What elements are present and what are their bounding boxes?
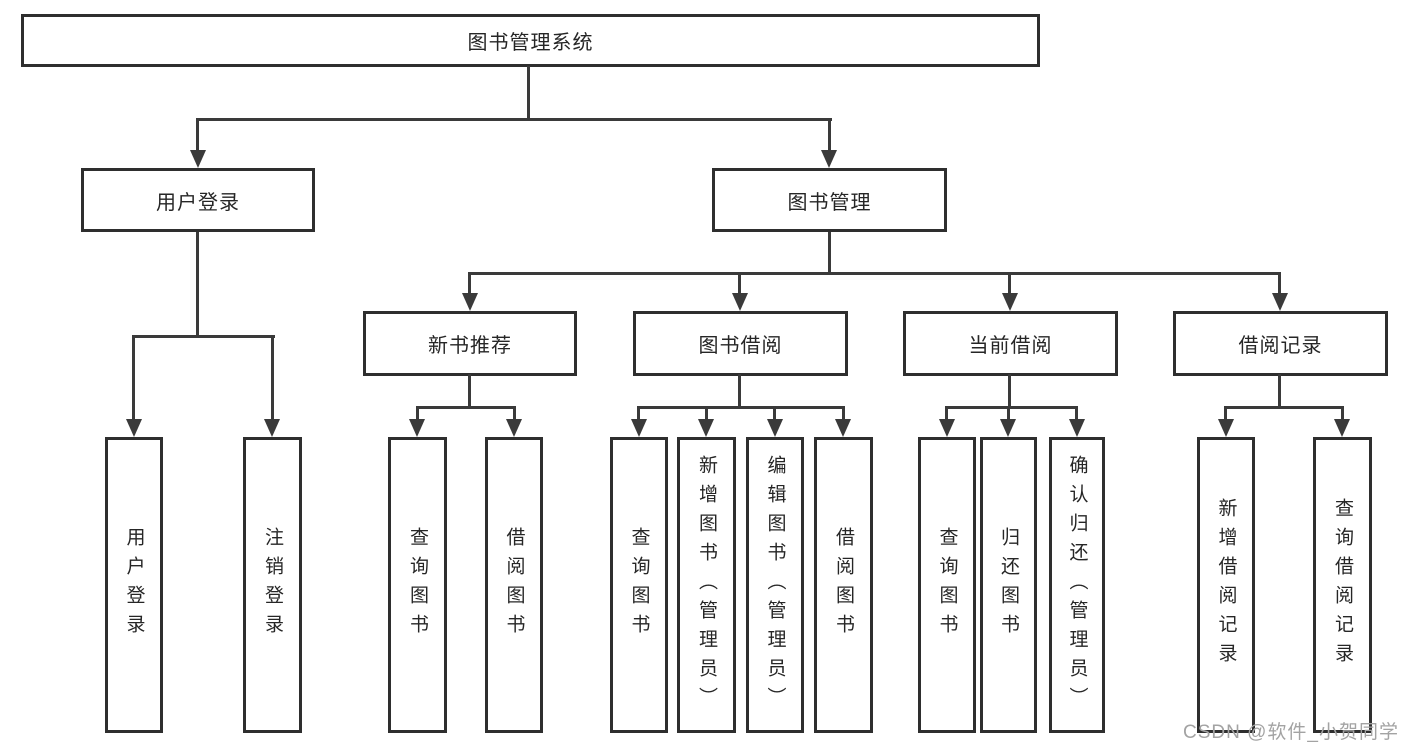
- node-book-management-system: 图书管理系统: [21, 14, 1040, 67]
- connector-line: [469, 272, 1281, 275]
- arrow-down-icon: [939, 419, 955, 437]
- connector-line: [842, 406, 845, 421]
- arrow-down-icon: [1000, 419, 1016, 437]
- connector-line: [527, 66, 530, 120]
- connector-line: [1224, 406, 1227, 421]
- leaf-borrow-books-recommend: 借阅图书: [485, 437, 543, 733]
- connector-line: [196, 232, 199, 337]
- leaf-edit-books-admin: 编辑图书（管理员）: [746, 437, 804, 733]
- node-new-book-recommend: 新书推荐: [363, 311, 577, 376]
- connector-line: [705, 406, 708, 421]
- node-user-login: 用户登录: [81, 168, 315, 232]
- leaf-confirm-return-admin: 确认归还（管理员）: [1049, 437, 1105, 733]
- arrow-down-icon: [190, 150, 206, 168]
- leaf-borrow-books: 借阅图书: [814, 437, 873, 733]
- leaf-query-borrow-record: 查询借阅记录: [1313, 437, 1372, 733]
- connector-line: [468, 272, 471, 295]
- connector-line: [416, 406, 516, 409]
- arrow-down-icon: [126, 419, 142, 437]
- leaf-query-books-recommend: 查询图书: [388, 437, 447, 733]
- connector-line: [738, 374, 741, 408]
- connector-line: [1008, 272, 1011, 295]
- leaf-add-books-admin: 新增图书（管理员）: [677, 437, 736, 733]
- leaf-return-books: 归还图书: [980, 437, 1037, 733]
- arrow-down-icon: [732, 293, 748, 311]
- arrow-down-icon: [821, 150, 837, 168]
- connector-line: [1008, 374, 1011, 408]
- node-borrow-records: 借阅记录: [1173, 311, 1388, 376]
- connector-line: [133, 335, 275, 338]
- arrow-down-icon: [409, 419, 425, 437]
- leaf-query-books-borrow: 查询图书: [610, 437, 668, 733]
- arrow-down-icon: [631, 419, 647, 437]
- connector-line: [196, 118, 199, 152]
- connector-line: [197, 118, 832, 121]
- connector-line: [945, 406, 948, 421]
- arrow-down-icon: [1069, 419, 1085, 437]
- connector-line: [1224, 406, 1344, 409]
- leaf-user-login: 用户登录: [105, 437, 163, 733]
- connector-line: [738, 272, 741, 295]
- leaf-query-books-current: 查询图书: [918, 437, 976, 733]
- connector-line: [828, 232, 831, 275]
- connector-line: [828, 118, 831, 152]
- connector-line: [1278, 374, 1281, 408]
- connector-line: [1007, 406, 1010, 421]
- node-book-borrow: 图书借阅: [633, 311, 848, 376]
- connector-line: [513, 406, 516, 421]
- connector-line: [132, 335, 135, 421]
- connector-line: [637, 406, 845, 409]
- arrow-down-icon: [1002, 293, 1018, 311]
- node-current-borrow: 当前借阅: [903, 311, 1118, 376]
- connector-line: [271, 335, 274, 421]
- arrow-down-icon: [462, 293, 478, 311]
- arrow-down-icon: [1334, 419, 1350, 437]
- arrow-down-icon: [767, 419, 783, 437]
- connector-line: [773, 406, 776, 421]
- connector-line: [637, 406, 640, 421]
- arrow-down-icon: [506, 419, 522, 437]
- connector-line: [1278, 272, 1281, 295]
- connector-line: [416, 406, 419, 421]
- csdn-watermark: CSDN @软件_小贺同学: [1183, 722, 1399, 743]
- leaf-logout: 注销登录: [243, 437, 302, 733]
- arrow-down-icon: [1272, 293, 1288, 311]
- arrow-down-icon: [835, 419, 851, 437]
- arrow-down-icon: [264, 419, 280, 437]
- leaf-add-borrow-record: 新增借阅记录: [1197, 437, 1255, 733]
- connector-line: [1341, 406, 1344, 421]
- node-book-management: 图书管理: [712, 168, 947, 232]
- connector-line: [468, 374, 471, 408]
- connector-line: [945, 406, 1078, 409]
- arrow-down-icon: [1218, 419, 1234, 437]
- arrow-down-icon: [698, 419, 714, 437]
- connector-line: [1075, 406, 1078, 421]
